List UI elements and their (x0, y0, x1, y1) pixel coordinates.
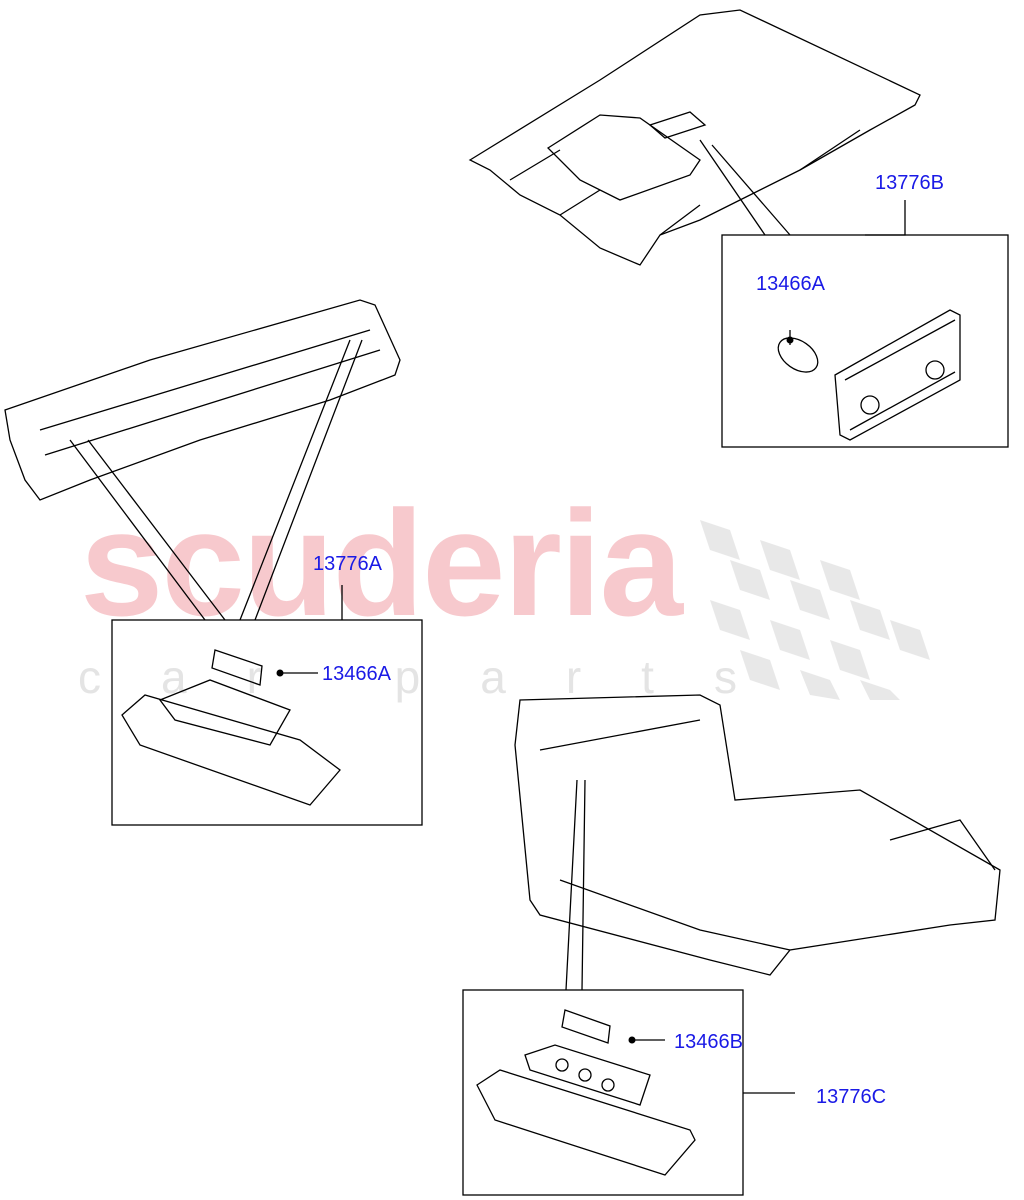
watermark-sub: car parts (78, 651, 797, 703)
callout-13776B: 13776B (875, 172, 944, 194)
callout-13466A-top: 13466A (756, 273, 825, 295)
detail-box-13776C (462, 989, 744, 1196)
detail-box-13776A (111, 619, 423, 826)
load-space-drawing (514, 694, 1001, 976)
callout-13466A-left: 13466A (322, 663, 391, 685)
checkered-flag-icon (700, 520, 930, 700)
callout-13466B: 13466B (674, 1031, 743, 1053)
detail-box-13776B (721, 234, 1009, 448)
rear-trim-drawing (4, 299, 401, 501)
callout-13776C: 13776C (816, 1086, 887, 1108)
headliner-drawing (468, 9, 921, 266)
callout-13776A: 13776A (313, 553, 382, 575)
watermark-brand: scuderia (80, 479, 683, 647)
